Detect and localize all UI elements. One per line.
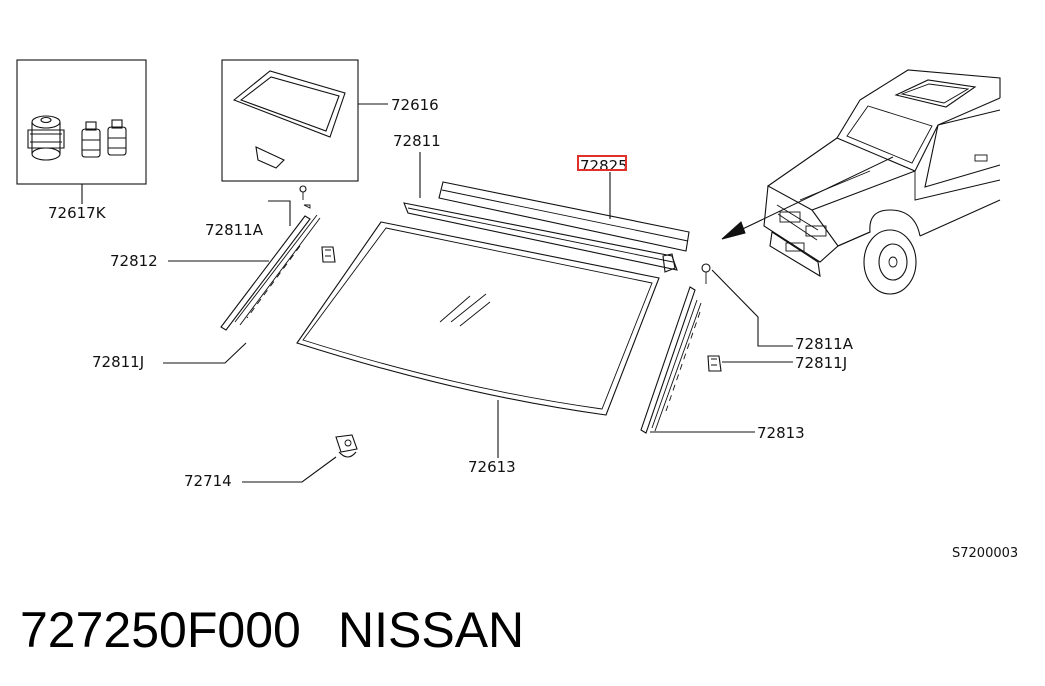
- label-72825: 72825: [580, 157, 628, 175]
- label-72616: 72616: [391, 96, 439, 114]
- label-72812: 72812: [110, 252, 158, 270]
- label-72811: 72811: [393, 132, 441, 150]
- upper-molding-72825: [438, 181, 690, 252]
- bottle-icon: [81, 121, 101, 158]
- label-72811j-right: 72811J: [795, 354, 847, 372]
- label-72617k: 72617K: [48, 204, 107, 222]
- label-72811j-left: 72811J: [92, 353, 144, 371]
- upper-retainer-72811: [403, 202, 678, 273]
- label-72811a-right: 72811A: [795, 335, 854, 353]
- bushing-icon: [27, 115, 65, 161]
- label-72613: 72613: [468, 458, 516, 476]
- label-72714: 72714: [184, 472, 232, 490]
- label-72811a-left: 72811A: [205, 221, 264, 239]
- label-72813: 72813: [757, 424, 805, 442]
- kit-box-72617k: [16, 59, 147, 204]
- windshield-glass-72613: [296, 221, 660, 458]
- part-number: 727250F000: [20, 602, 301, 658]
- left-side-molding-72812: [220, 185, 321, 331]
- brand-name: NISSAN: [338, 602, 524, 658]
- clip-icon: [321, 246, 336, 263]
- diagram-ref-code: S7200003: [952, 546, 1018, 561]
- highlight-box: [577, 155, 627, 171]
- clip-72714: [335, 434, 358, 458]
- kit-box-72616: [221, 59, 388, 182]
- right-side-molding-72813: [640, 263, 711, 434]
- clip-icon: [707, 355, 722, 372]
- vehicle-sketch: [721, 69, 1001, 295]
- bottle-icon: [107, 119, 127, 156]
